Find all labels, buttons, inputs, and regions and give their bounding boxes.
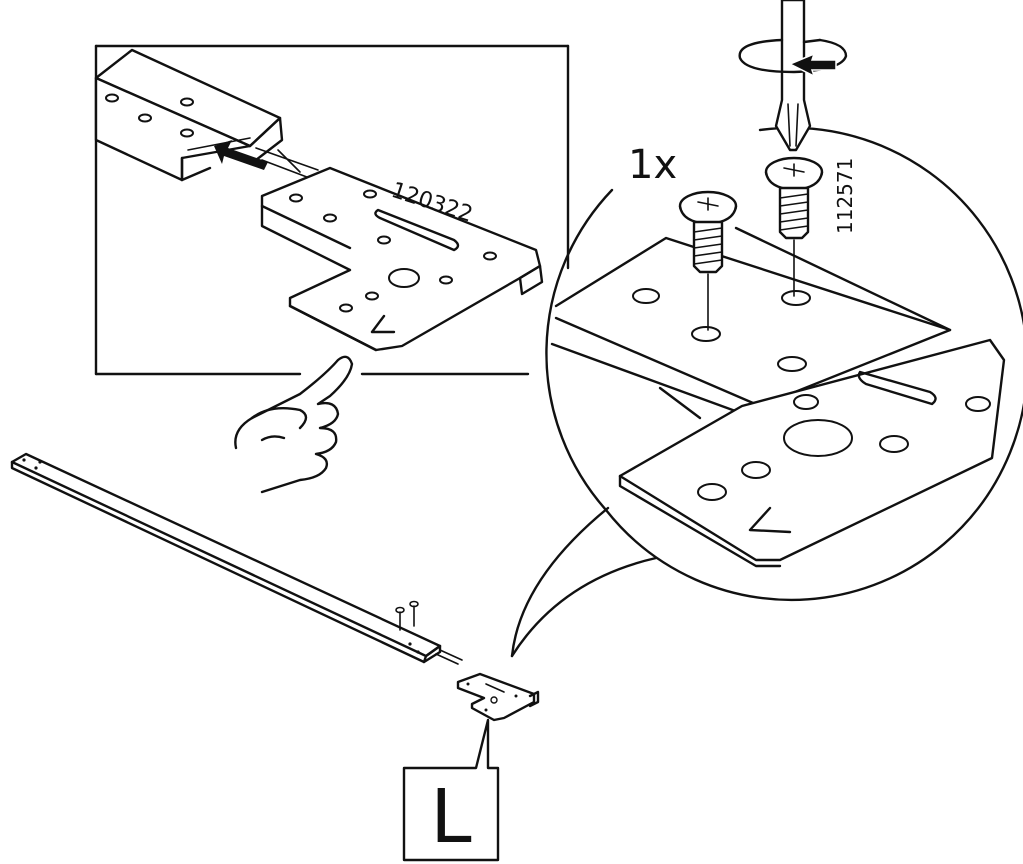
callout-tail-left bbox=[510, 506, 610, 658]
mag-bracket-l-stamp bbox=[748, 506, 792, 534]
overview-rail bbox=[10, 452, 463, 665]
bracket-hole bbox=[363, 189, 377, 199]
screwdriver-icon bbox=[774, 0, 812, 152]
rail-end-face bbox=[422, 644, 442, 664]
side-marker-callout: L bbox=[402, 718, 500, 862]
rail-top bbox=[10, 452, 442, 658]
mag-rail-hole bbox=[777, 356, 807, 372]
magnifier-circle bbox=[604, 126, 1023, 602]
bracket-flange bbox=[518, 264, 544, 296]
magnified-view: 1x 112571 bbox=[510, 126, 1023, 658]
quantity-label: 1x bbox=[628, 142, 677, 188]
mag-bracket-edge bbox=[618, 474, 782, 568]
rail-tongue bbox=[439, 649, 463, 661]
insert-arrow-icon bbox=[214, 140, 268, 170]
mag-rail-hole bbox=[691, 326, 721, 342]
rail-opening bbox=[248, 116, 284, 162]
callout-tail-right bbox=[510, 556, 658, 658]
side-marker-label: L bbox=[430, 774, 471, 860]
rail-hole bbox=[180, 97, 194, 107]
bracket-hole bbox=[439, 275, 453, 285]
small-screw-icon bbox=[395, 606, 405, 631]
rail-tongue bbox=[435, 653, 459, 665]
rail-inner-edge bbox=[187, 137, 251, 151]
rail-lip bbox=[180, 166, 212, 182]
detail-panel: 120322 bbox=[94, 44, 570, 376]
bracket-hole bbox=[323, 213, 337, 223]
bracket-bottom-edge bbox=[288, 304, 378, 352]
mag-bracket-hole bbox=[879, 435, 909, 453]
screw-icon bbox=[764, 156, 824, 297]
bracket-hole bbox=[365, 291, 379, 301]
mag-rail-hole bbox=[781, 290, 811, 306]
mag-rail-hole bbox=[632, 288, 660, 304]
screw-icon bbox=[678, 190, 738, 331]
clockwise-rotation-icon bbox=[738, 38, 848, 78]
bracket-detail bbox=[260, 166, 544, 352]
bracket-slot bbox=[374, 208, 460, 252]
small-bracket-slot bbox=[485, 683, 505, 693]
small-screw-icon bbox=[409, 600, 419, 627]
bracket-plate bbox=[260, 166, 542, 352]
bracket-hole bbox=[377, 235, 391, 245]
rail-end bbox=[94, 48, 321, 183]
bracket-hole bbox=[339, 303, 353, 313]
bracket-edge bbox=[260, 204, 352, 250]
rail-hole bbox=[180, 128, 194, 138]
mag-bracket-hole bbox=[697, 483, 727, 501]
bracket-l-stamp bbox=[370, 314, 396, 334]
mag-bracket-hole bbox=[965, 396, 991, 412]
mag-bracket-large-hole bbox=[783, 419, 853, 457]
bracket-hole bbox=[483, 251, 497, 261]
bracket-hole bbox=[289, 193, 303, 203]
magnifier-circle-left bbox=[545, 188, 614, 512]
small-bracket-flange bbox=[528, 690, 540, 708]
rail-side bbox=[10, 460, 428, 664]
mag-bracket-hole bbox=[741, 461, 771, 479]
overview-bracket bbox=[456, 672, 540, 722]
mag-rail-lower-edge bbox=[550, 342, 762, 422]
mag-rail-seam bbox=[734, 226, 952, 332]
mag-bracket-slot bbox=[857, 370, 937, 406]
mag-rail-groove bbox=[658, 386, 702, 420]
mag-bracket-hole bbox=[793, 394, 819, 410]
tongue-line bbox=[277, 149, 301, 173]
bracket-large-hole bbox=[388, 268, 420, 288]
part-number-screw: 112571 bbox=[833, 158, 857, 234]
rail-hole bbox=[105, 93, 119, 103]
pointing-hand-icon bbox=[234, 355, 354, 494]
rail-hole bbox=[138, 113, 152, 123]
